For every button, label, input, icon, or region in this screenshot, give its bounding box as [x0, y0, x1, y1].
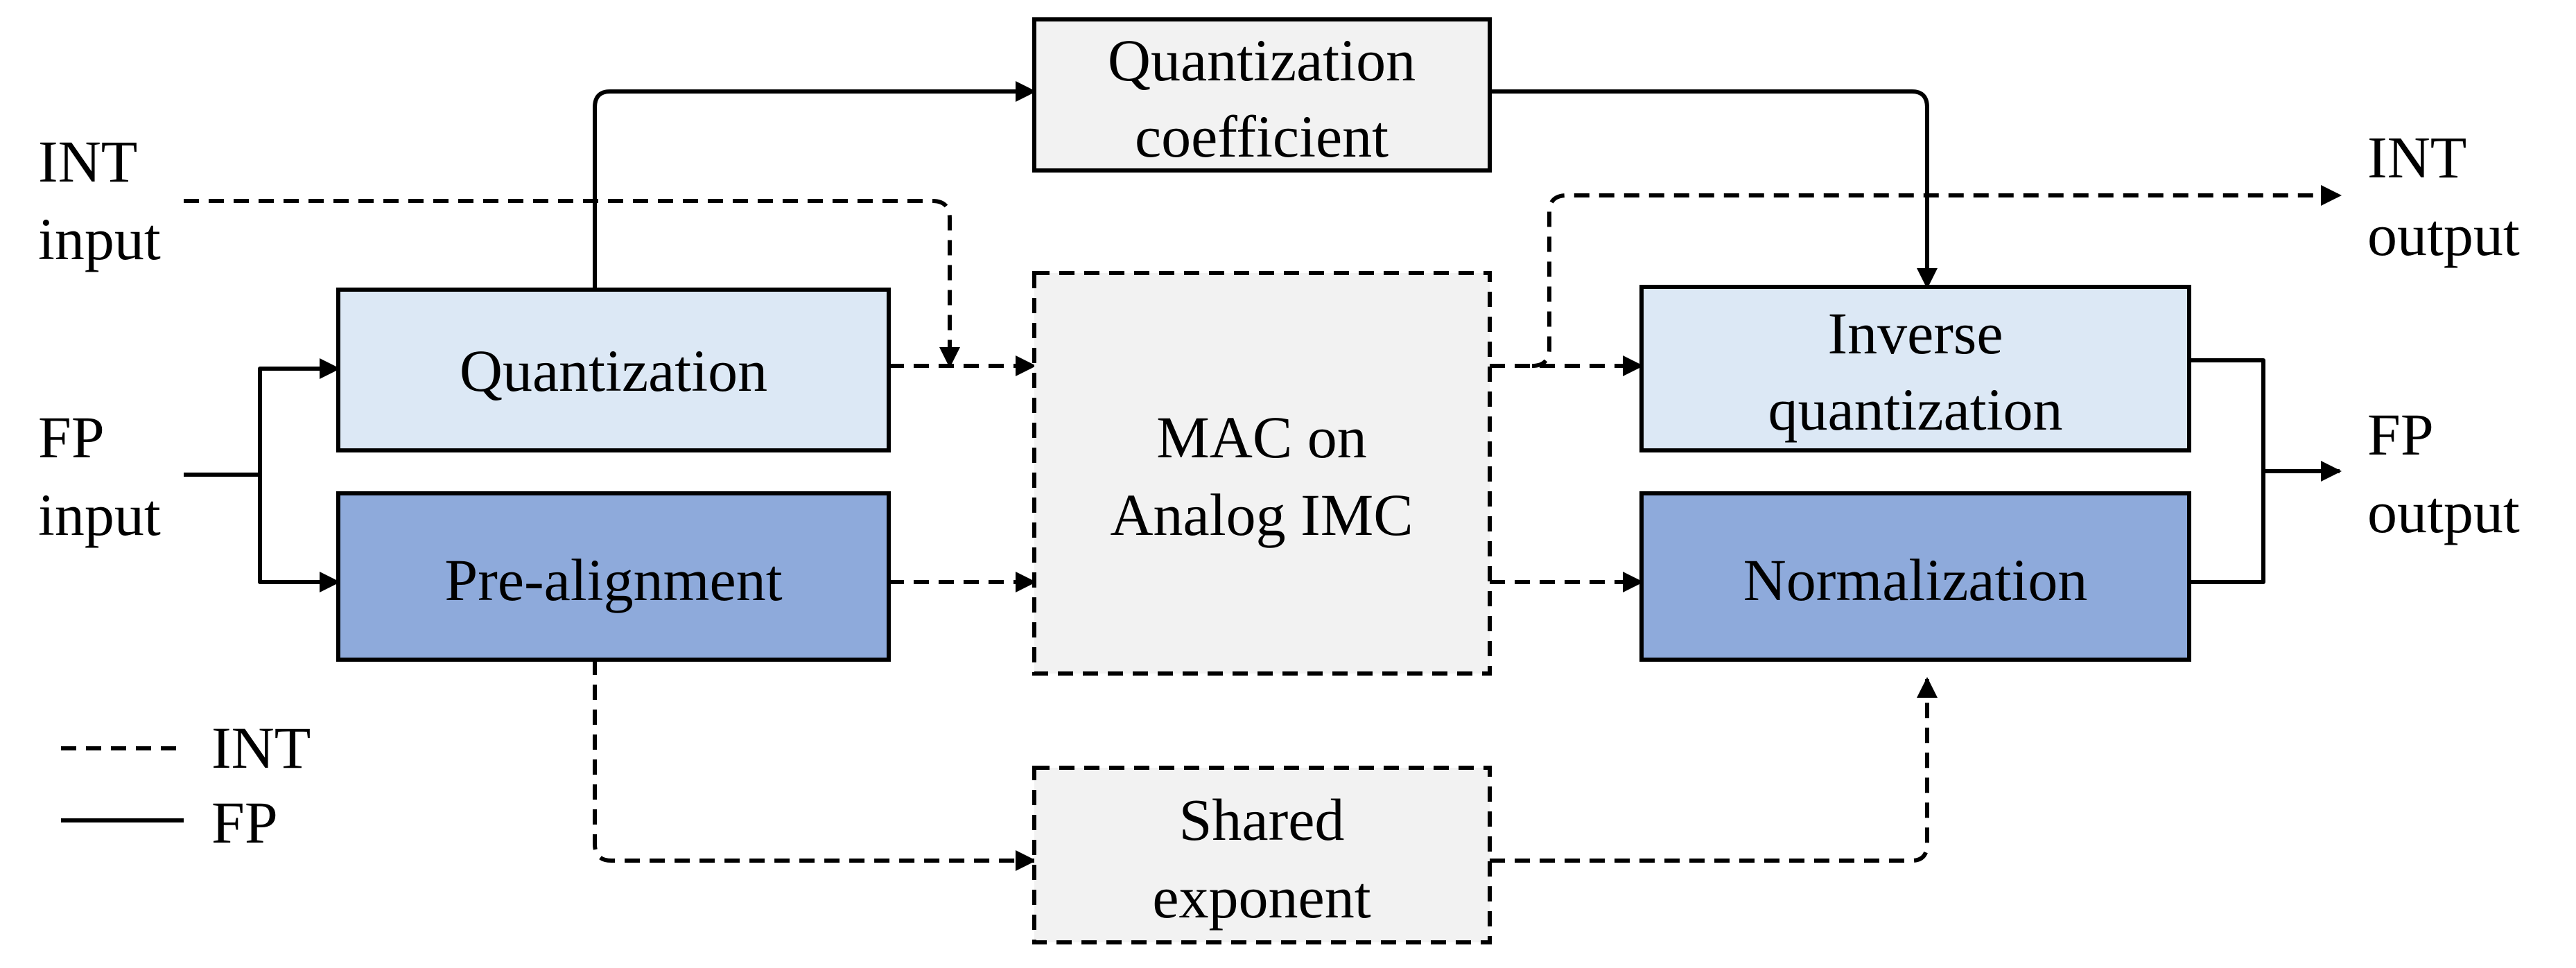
fp-input-label: FP input	[38, 404, 161, 548]
shared-exponent-line-1: Shared	[1179, 786, 1345, 853]
inverse-quantization-block: Inverse quantization	[1639, 285, 2191, 452]
fp-output-label: FP output	[2367, 401, 2520, 545]
normalization-label: Normalization	[1743, 547, 2088, 613]
normalization-to-merge-line	[2189, 471, 2265, 584]
legend-fp-label: FP	[211, 789, 278, 856]
normalization-box	[1639, 491, 2191, 662]
int-input-line-1: INT	[38, 128, 137, 195]
legend: INT FP	[61, 714, 311, 856]
mac-box	[1032, 271, 1492, 676]
quantization-to-coeff-arrow	[593, 81, 1036, 290]
mac-line-2: Analog IMC	[1110, 482, 1413, 548]
prealignment-block: Pre-alignment	[336, 491, 891, 662]
fp-input-line-2: input	[38, 482, 161, 548]
normalization-block: Normalization	[1639, 491, 2191, 662]
mac-line-1: MAC on	[1156, 404, 1366, 470]
mac-block: MAC on Analog IMC	[1032, 271, 1492, 676]
prealignment-label: Pre-alignment	[444, 547, 782, 613]
coeff-to-inverse-quant-arrow	[1490, 89, 1938, 289]
fp-input-to-quantization-arrow	[258, 358, 340, 475]
prealignment-box	[336, 491, 891, 662]
shared-exponent-line-2: exponent	[1152, 864, 1370, 931]
quantization-box	[336, 288, 891, 452]
quantization-block: Quantization	[336, 288, 891, 452]
int-input-line-2: input	[38, 206, 161, 272]
quantization-coefficient-box	[1032, 17, 1492, 173]
fp-input-line-1: FP	[38, 404, 105, 470]
inverse-quantization-box	[1639, 285, 2191, 452]
quantization-coefficient-block: Quantization coefficient	[1032, 17, 1492, 173]
int-output-label: INT output	[2367, 124, 2520, 268]
quantization-coefficient-line-2: coefficient	[1135, 103, 1389, 170]
int-output-line-1: INT	[2367, 124, 2466, 191]
fp-input-to-prealign-arrow	[258, 475, 340, 592]
inverse-quant-to-merge-line	[2189, 358, 2265, 471]
inverse-quantization-line-1: Inverse	[1827, 300, 2003, 367]
fp-output-line-1: FP	[2367, 401, 2434, 468]
quantization-label: Quantization	[460, 337, 767, 404]
fp-output-line-2: output	[2367, 479, 2520, 545]
int-output-line-2: output	[2367, 202, 2520, 268]
shared-exponent-box	[1032, 766, 1492, 944]
prealign-to-shared-exp-arrow	[593, 660, 1036, 871]
legend-int-label: INT	[211, 714, 311, 781]
shared-exponent-block: Shared exponent	[1032, 766, 1492, 944]
quantization-coefficient-line-1: Quantization	[1108, 27, 1416, 94]
mac-to-int-output-arrow	[1531, 185, 2342, 368]
int-input-to-mac-arrow	[184, 199, 960, 368]
int-input-label: INT input	[38, 128, 161, 272]
shared-exp-to-normalization-arrow	[1490, 677, 1938, 863]
inverse-quantization-line-2: quantization	[1768, 376, 2062, 443]
